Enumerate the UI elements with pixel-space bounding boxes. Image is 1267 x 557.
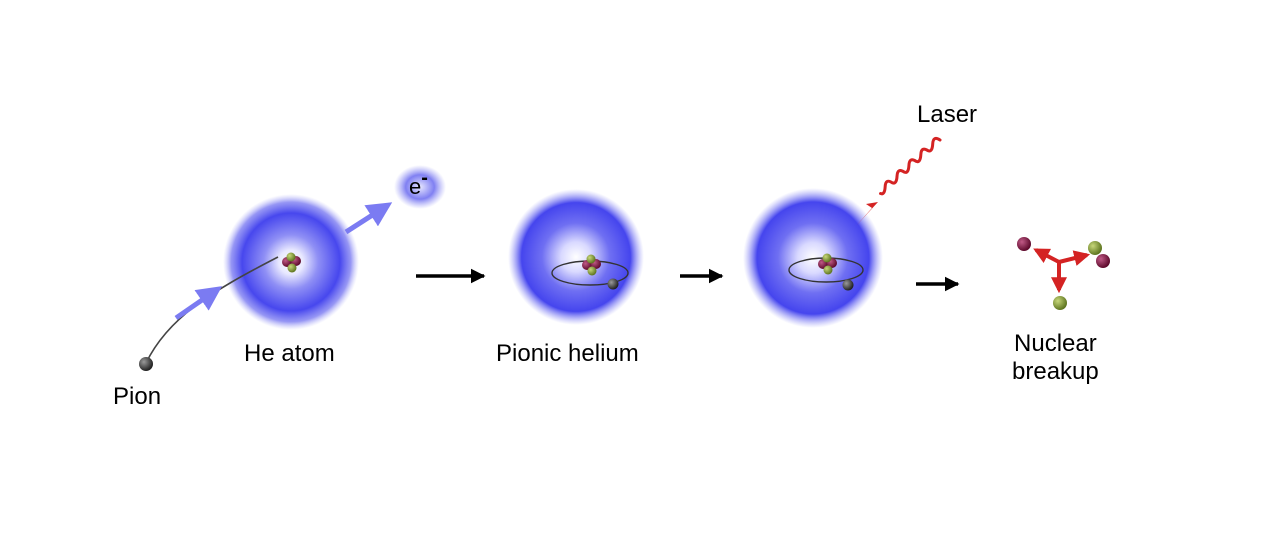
label-laser: Laser [917, 101, 978, 128]
he-atom-stage [139, 165, 446, 371]
label-pion: Pion [113, 383, 162, 410]
breakup-arrow-right [1058, 250, 1091, 266]
he-nucleus [282, 252, 301, 273]
nuclear-breakup-stage [1017, 237, 1110, 310]
laser-beam [879, 136, 942, 196]
pion-particle [139, 357, 153, 371]
label-pionic-helium: Pionic helium [496, 340, 639, 367]
label-nuclear-breakup: Nuclear breakup [1012, 330, 1099, 385]
laser-excitation-stage [743, 136, 942, 328]
electron-ejection-arrow [344, 202, 393, 235]
pionic-helium-electron-cloud [508, 189, 644, 325]
excited-electron-cloud [743, 188, 883, 328]
label-he-atom: He atom [244, 340, 335, 367]
pion-direction-arrow [174, 286, 223, 321]
breakup-proton-2 [1096, 254, 1110, 268]
ejected-electron-cloud [394, 165, 446, 209]
label-electron-symbol: e [409, 174, 422, 199]
bound-pion [607, 278, 619, 290]
pionic-helium-stage [508, 189, 644, 325]
pionic-helium-nucleus [582, 254, 601, 276]
label-electron: e- [409, 167, 428, 200]
excited-nucleus [818, 253, 837, 275]
breakup-arrow-left [1033, 248, 1060, 264]
breakup-neutron-2 [1053, 296, 1067, 310]
breakup-neutron-1 [1088, 241, 1102, 255]
breakup-proton-1 [1017, 237, 1031, 251]
label-electron-sign: - [421, 167, 428, 189]
excited-bound-pion [842, 279, 854, 291]
laser-arrowhead [856, 202, 878, 226]
